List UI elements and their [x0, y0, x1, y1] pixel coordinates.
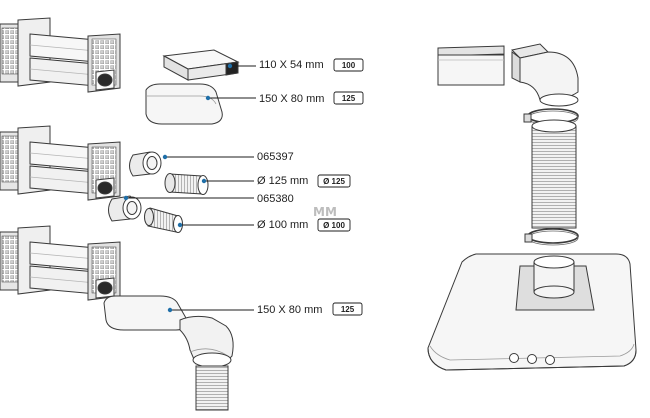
range-hood: [427, 253, 637, 371]
vertical-flex-pipe: [531, 119, 577, 229]
badge-round-100-text: Ø 100: [323, 221, 345, 230]
wall-kit-bottom: [0, 225, 121, 301]
bottom-hose-clamp: [524, 228, 579, 246]
watermark-mm: MM: [313, 205, 337, 219]
label-rect-large-bottom-dims: 150 X 80 mm: [257, 304, 322, 316]
wall-kit-middle: [0, 125, 121, 201]
label-rect-small: 110 X 54 mm 100: [259, 58, 364, 72]
badge-rect-large-top-text: 125: [342, 94, 356, 103]
label-rect-large-bottom: 150 X 80 mm 125: [257, 302, 363, 316]
badge-round-125-text: Ø 125: [323, 177, 345, 186]
leader-round-100: [177, 222, 254, 228]
hood-button-1: [509, 353, 519, 363]
leader-rect-small: [227, 63, 256, 69]
label-rect-large-top: 150 X 80 mm 125: [259, 91, 364, 105]
adapter-065397: [129, 151, 162, 177]
label-rect-small-dims: 110 X 54 mm: [259, 59, 324, 71]
leader-rect-large-top: [205, 95, 256, 101]
rect-duct-110x54: [162, 49, 240, 81]
label-round-100: Ø 100 mm Ø 100: [257, 218, 351, 232]
label-part-065380: 065380: [257, 193, 294, 205]
hood-button-2: [527, 354, 537, 364]
label-round-125-dims: Ø 125 mm: [257, 175, 308, 187]
badge-rect-large-bottom: [332, 302, 363, 316]
badge-rect-small: [333, 58, 364, 72]
rect-duct-150x80: [145, 83, 223, 125]
wall-kit-top: [0, 17, 121, 93]
badge-round-125: [317, 174, 351, 188]
leader-rect-large-bottom: [167, 307, 254, 313]
label-round-125: Ø 125 mm Ø 125: [257, 174, 351, 188]
elbow-connector: [510, 43, 579, 107]
adapter-065380: [108, 195, 142, 222]
badge-rect-small-text: 100: [342, 61, 356, 70]
label-round-100-dims: Ø 100 mm: [257, 219, 308, 231]
horizontal-rect-duct: [437, 45, 505, 86]
label-rect-large-top-dims: 150 X 80 mm: [259, 93, 324, 105]
badge-rect-large-top: [333, 91, 364, 105]
label-part-065397: 065397: [257, 151, 294, 163]
flex-pipe-100: [144, 207, 183, 233]
leader-round-125: [201, 178, 254, 184]
leader-part-065397: [162, 154, 254, 160]
hood-button-3: [545, 355, 555, 365]
leader-part-065380: [123, 195, 254, 201]
flex-pipe-125: [164, 173, 209, 195]
hood-assembly: [427, 43, 637, 371]
badge-rect-large-bottom-text: 125: [341, 305, 355, 314]
rect-duct-with-bend: [103, 295, 234, 411]
badge-round-100: [317, 218, 351, 232]
